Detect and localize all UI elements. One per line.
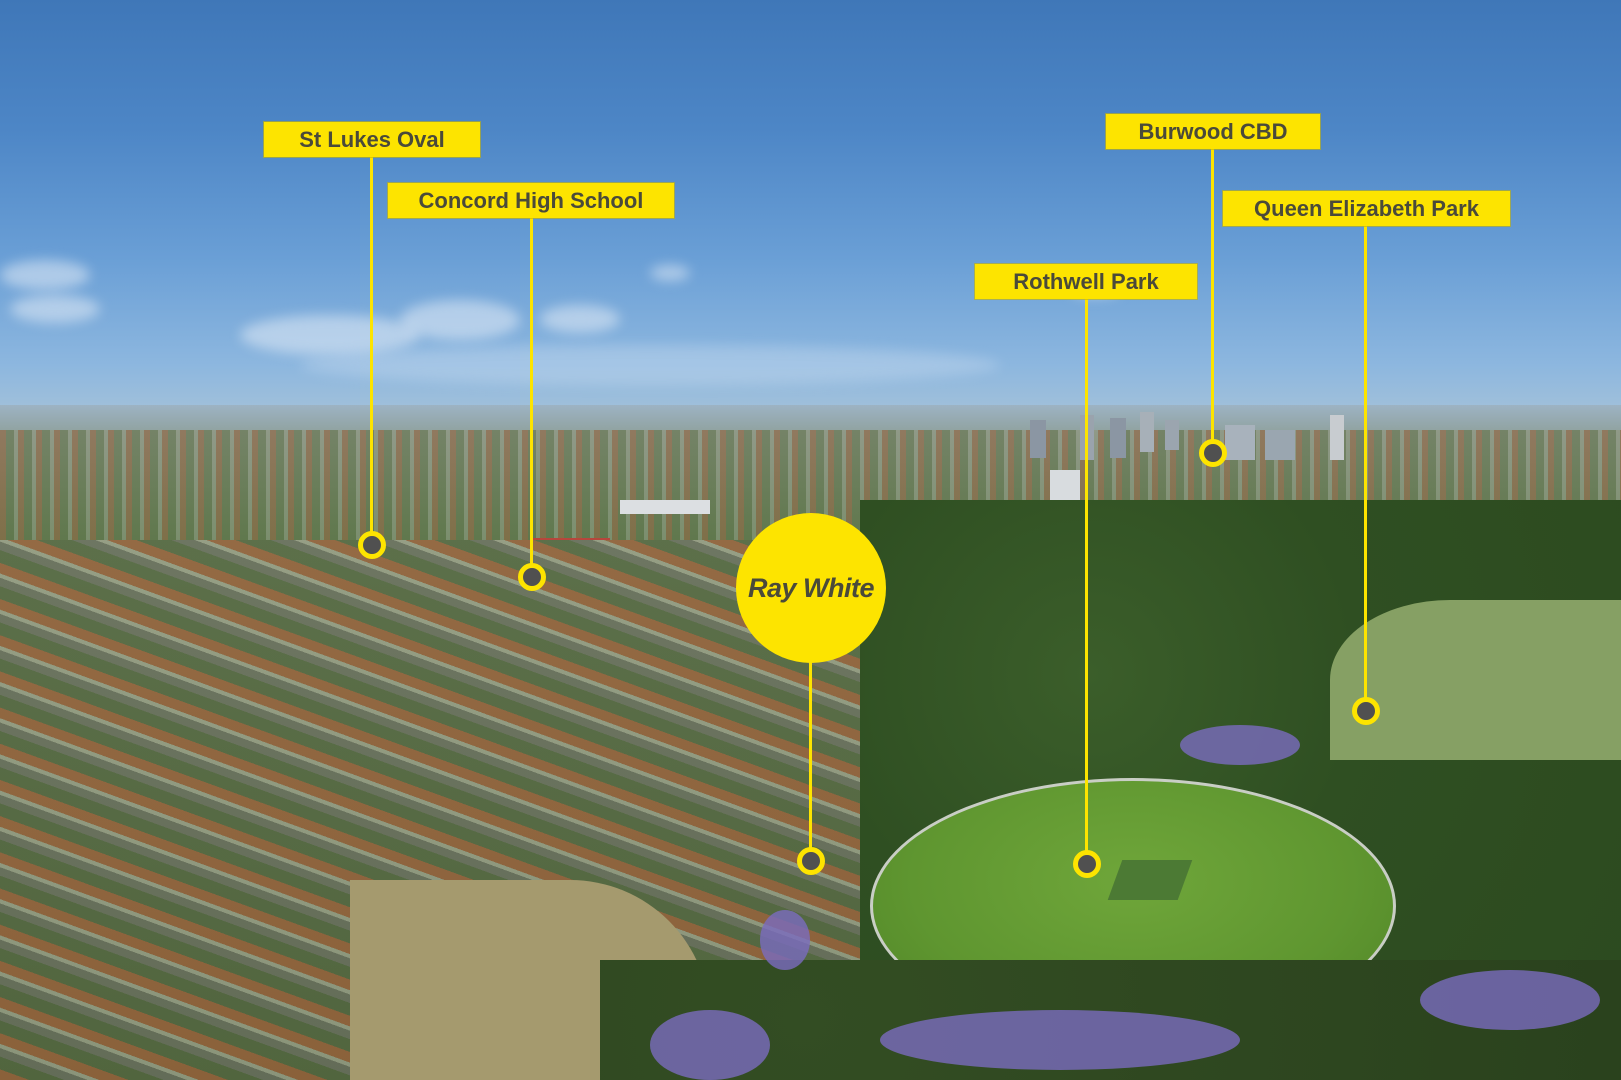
marker-line-property (809, 650, 812, 861)
brand-name: Ray White (747, 572, 875, 603)
jacaranda-tree (880, 1010, 1240, 1070)
jacaranda-tree (760, 910, 810, 970)
marker-line-queen-elizabeth-park (1364, 226, 1367, 711)
jacaranda-tree (650, 1010, 770, 1080)
cloud (400, 300, 520, 340)
pin-icon-rothwell-park (1073, 850, 1101, 878)
building (1110, 418, 1126, 458)
label-burwood-cbd: Burwood CBD (1106, 114, 1320, 149)
building (1165, 420, 1179, 450)
jacaranda-tree (1420, 970, 1600, 1030)
label-queen-elizabeth-park: Queen Elizabeth Park (1223, 191, 1510, 226)
marker-line-concord-high-school (530, 218, 533, 577)
pin-icon-queen-elizabeth-park (1352, 697, 1380, 725)
building (1225, 425, 1255, 460)
pin-icon-property (797, 847, 825, 875)
jacaranda-tree (1180, 725, 1300, 765)
cloud-band (300, 345, 1000, 385)
building (1265, 430, 1295, 460)
label-st-lukes-oval: St Lukes Oval (264, 122, 480, 157)
label-rothwell-park: Rothwell Park (975, 264, 1197, 299)
building (1050, 470, 1080, 500)
queen-elizabeth-park-field (1330, 600, 1621, 760)
marker-line-burwood-cbd (1211, 149, 1214, 453)
marker-line-st-lukes-oval (370, 157, 373, 545)
cloud (240, 315, 420, 355)
cloud (540, 305, 620, 333)
pin-icon-concord-high-school (518, 563, 546, 591)
ray-white-logo: Ray White (736, 513, 886, 663)
cloud (0, 260, 90, 290)
pin-icon-burwood-cbd (1199, 439, 1227, 467)
cricket-pitch (1107, 860, 1193, 900)
cloud (650, 265, 690, 281)
marker-line-rothwell-park (1085, 299, 1088, 864)
building (1030, 420, 1046, 458)
pin-icon-st-lukes-oval (358, 531, 386, 559)
building (1140, 412, 1154, 452)
building (1330, 415, 1344, 460)
label-concord-high-school: Concord High School (388, 183, 674, 218)
building (620, 500, 710, 514)
cloud (10, 295, 100, 323)
